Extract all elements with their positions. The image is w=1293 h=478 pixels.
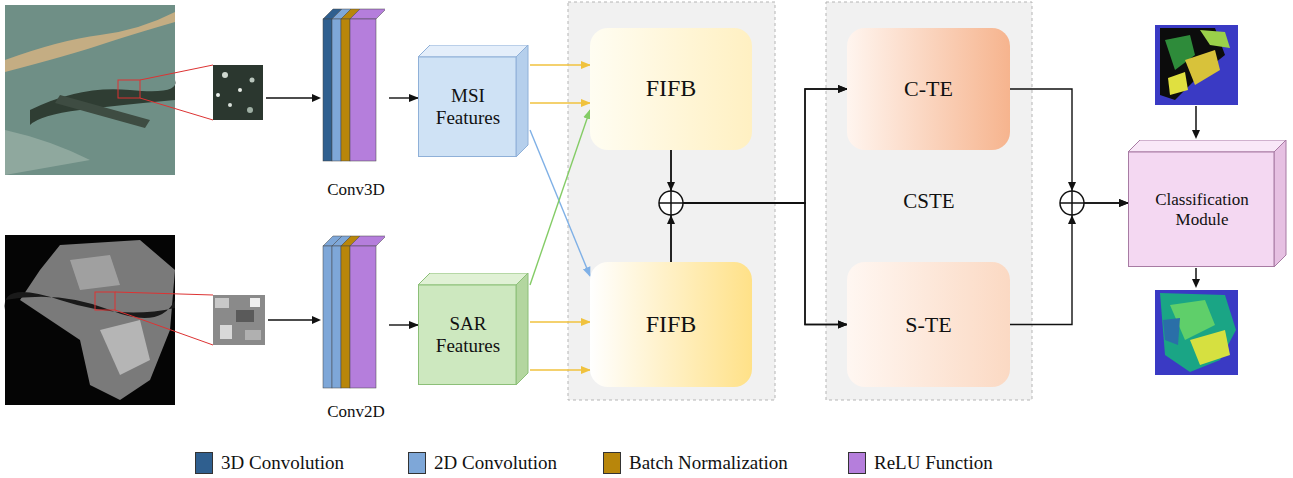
conv-block: Conv3D xyxy=(315,5,397,200)
connector xyxy=(530,321,590,322)
sum-symbol xyxy=(1060,182,1084,224)
node-label: MSI Features xyxy=(428,85,508,129)
process-box: S-TE xyxy=(847,262,1010,387)
node-label: Classification Module xyxy=(1138,190,1266,229)
process-box: FIFB xyxy=(590,262,752,387)
prediction-map xyxy=(1155,290,1238,375)
connector xyxy=(530,130,590,276)
legend-label: 3D Convolution xyxy=(221,452,344,474)
sar-image xyxy=(5,235,265,405)
node-label: S-TE xyxy=(905,312,951,337)
module-panel: CSTE C-TE S-TE xyxy=(826,2,1032,400)
cste-panel xyxy=(826,2,1032,400)
legend-item: Batch Normalization xyxy=(603,452,788,474)
conv-stack xyxy=(315,232,385,392)
feature-cube: SAR Features xyxy=(418,273,530,385)
connector xyxy=(389,97,418,98)
conv-stack xyxy=(315,5,385,165)
fusion-panel xyxy=(568,2,775,400)
node-label: SAR Features xyxy=(428,313,508,357)
node-label: Conv2D xyxy=(327,402,385,422)
process-box: C-TE xyxy=(847,28,1010,150)
connector xyxy=(1010,203,1128,325)
legend-item: 2D Convolution xyxy=(408,452,557,474)
legend-swatch xyxy=(408,452,426,474)
connector xyxy=(530,102,590,103)
legend-label: Batch Normalization xyxy=(629,452,788,474)
feature-cube: Classification Module xyxy=(1128,140,1288,267)
connector xyxy=(530,110,590,285)
legend-swatch xyxy=(195,452,213,474)
connector xyxy=(530,369,590,370)
legend-label: ReLU Function xyxy=(874,452,993,474)
legend-item: ReLU Function xyxy=(848,452,993,474)
legend-item: 3D Convolution xyxy=(195,452,344,474)
connector xyxy=(1010,89,1128,203)
connector xyxy=(530,64,590,65)
sum-symbol xyxy=(659,182,683,224)
legend-label: 2D Convolution xyxy=(434,452,557,474)
node-label: Conv3D xyxy=(327,180,385,200)
node-label: FIFB xyxy=(646,75,697,103)
msi-image xyxy=(5,5,263,175)
connector xyxy=(389,324,418,325)
process-box: FIFB xyxy=(590,28,752,150)
input-arrow xyxy=(266,94,321,324)
node-label: FIFB xyxy=(646,311,697,339)
conv-block: Conv2D xyxy=(315,232,397,422)
node-label: CSTE xyxy=(903,189,954,213)
legend-swatch xyxy=(603,452,621,474)
classification-map xyxy=(1155,25,1238,105)
legend-swatch xyxy=(848,452,866,474)
node-label: C-TE xyxy=(904,76,953,101)
feature-cube: MSI Features xyxy=(418,45,530,157)
